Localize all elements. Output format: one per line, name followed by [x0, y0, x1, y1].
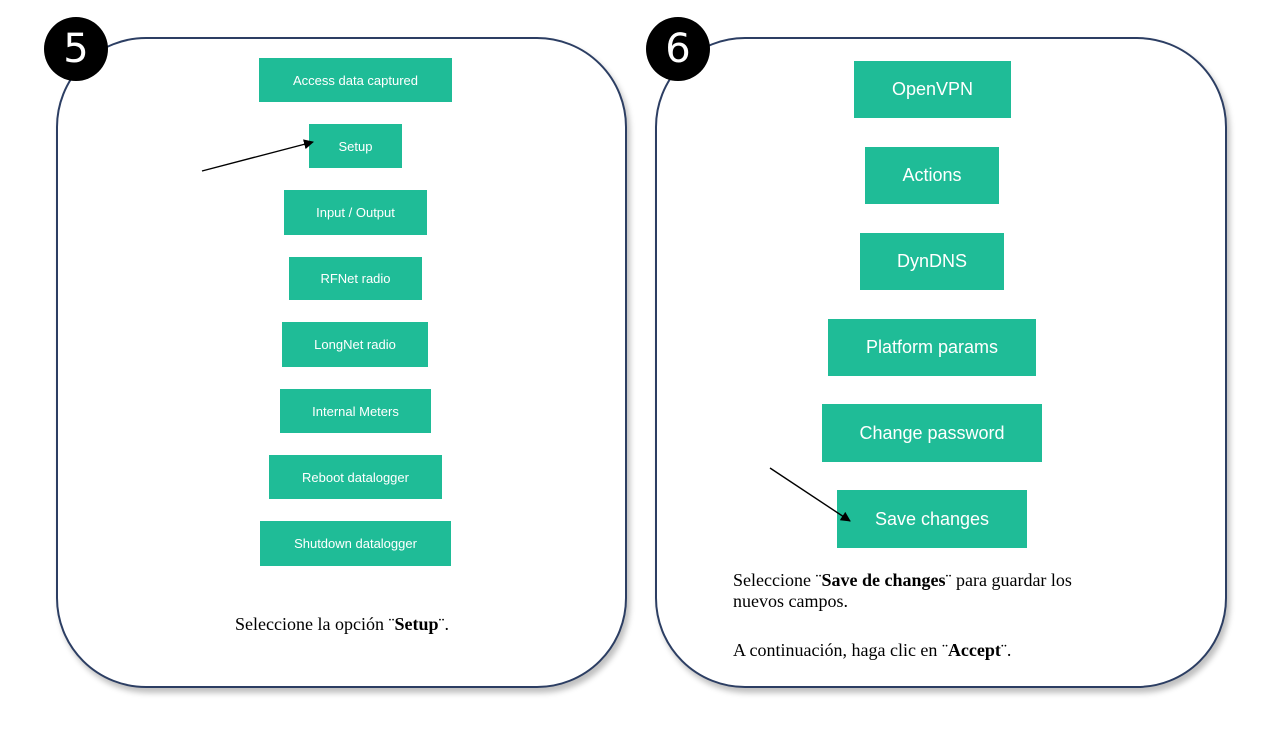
input-output-button[interactable]: Input / Output: [284, 190, 427, 235]
actions-button[interactable]: Actions: [865, 147, 999, 204]
step-number-badge: 6: [646, 17, 710, 81]
arrow-to-save-changes-icon: [769, 467, 851, 522]
step-6-caption: Seleccione ¨Save de changes¨ para guarda…: [733, 570, 1072, 611]
save-changes-button[interactable]: Save changes: [837, 490, 1027, 548]
step-5-caption: Seleccione la opción ¨Setup¨.: [235, 614, 449, 634]
step-number-badge: 5: [44, 17, 108, 81]
shutdown-datalogger-button[interactable]: Shutdown datalogger: [260, 521, 451, 566]
caption-highlight: Save de changes: [821, 570, 946, 590]
change-password-button[interactable]: Change password: [822, 404, 1042, 462]
caption-highlight: Accept: [947, 640, 1001, 660]
rfnet-radio-button[interactable]: RFNet radio: [289, 257, 422, 300]
caption-highlight: Setup: [394, 614, 439, 634]
internal-meters-button[interactable]: Internal Meters: [280, 389, 431, 433]
setup-button[interactable]: Setup: [309, 124, 402, 168]
access-data-captured-button[interactable]: Access data captured: [259, 58, 452, 102]
longnet-radio-button[interactable]: LongNet radio: [282, 322, 428, 367]
arrow-to-setup-icon: [201, 139, 314, 172]
dyndns-button[interactable]: DynDNS: [860, 233, 1004, 290]
platform-params-button[interactable]: Platform params: [828, 319, 1036, 376]
reboot-datalogger-button[interactable]: Reboot datalogger: [269, 455, 442, 499]
step-6-accept-caption: A continuación, haga clic en ¨Accept¨.: [733, 640, 1012, 660]
openvpn-button[interactable]: OpenVPN: [854, 61, 1011, 118]
